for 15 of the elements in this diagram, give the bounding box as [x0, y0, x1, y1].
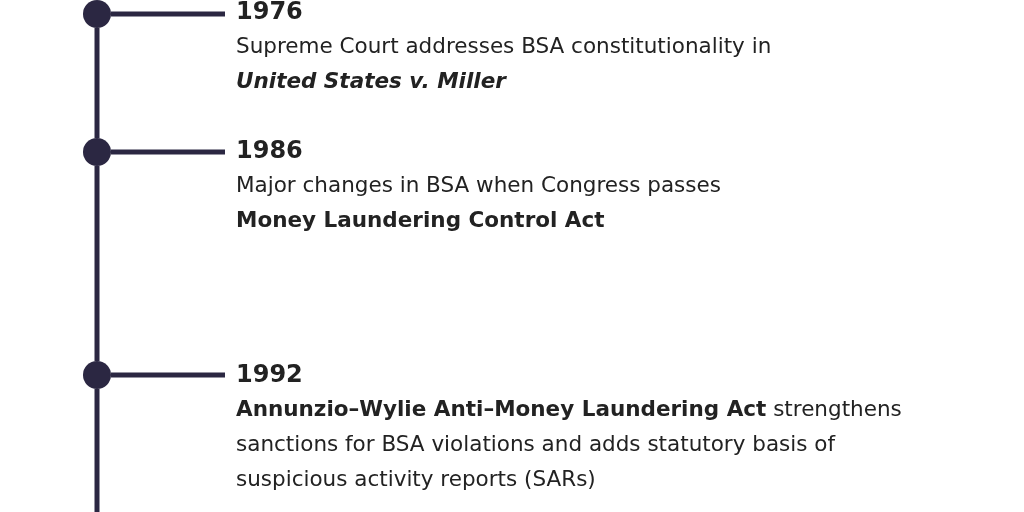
event-description: Annunzio–Wylie Anti–Money Laundering Act strengthens sanctions for BSA violations and adds statutory basis of suspicious activity reports (SARs): [236, 395, 903, 493]
timeline-dot: [83, 361, 111, 389]
year-label: 1992: [236, 360, 303, 388]
year-label: 1976: [236, 0, 303, 25]
connector-line: [94, 28, 100, 138]
connector-line: [94, 389, 100, 512]
year-label: 1986: [236, 136, 303, 164]
timeline-dot: [83, 0, 111, 28]
connector-line: [111, 372, 225, 378]
connector-line: [111, 149, 225, 155]
event-description: Supreme Court addresses BSA constitutionality in United States v. Miller: [236, 32, 773, 95]
connector-line: [111, 11, 225, 17]
connector-line: [94, 166, 100, 361]
timeline-dot: [83, 138, 111, 166]
event-description: Major changes in BSA when Congress passes Money Laundering Control Act: [236, 171, 722, 234]
